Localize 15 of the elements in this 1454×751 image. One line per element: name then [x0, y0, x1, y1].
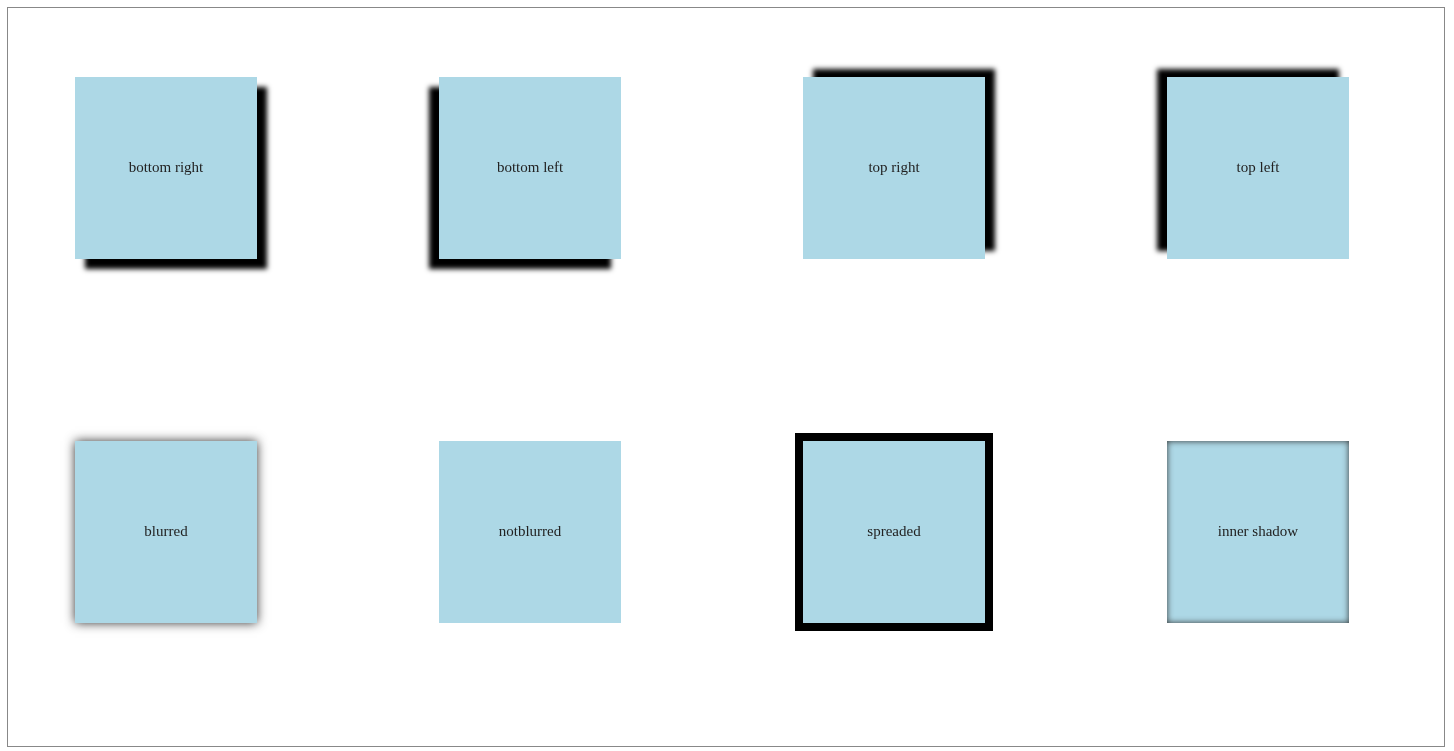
box-label: inner shadow: [1217, 522, 1299, 540]
shadow-box: [1167, 77, 1349, 259]
box-label: top left: [1236, 158, 1280, 176]
box-label: bottom left: [496, 158, 564, 176]
box-label: spreaded: [867, 522, 921, 540]
box-label: top right: [868, 158, 920, 176]
box-label: blurred: [144, 522, 188, 540]
shadow-box: [75, 441, 257, 623]
shadow-box: [75, 77, 257, 259]
shadow-box: [1167, 441, 1349, 623]
box-label: bottom right: [128, 158, 204, 176]
box-label: notblurred: [498, 522, 562, 540]
shadow-box: [803, 77, 985, 259]
shadow-box: [439, 77, 621, 259]
shadow-box: [439, 441, 621, 623]
